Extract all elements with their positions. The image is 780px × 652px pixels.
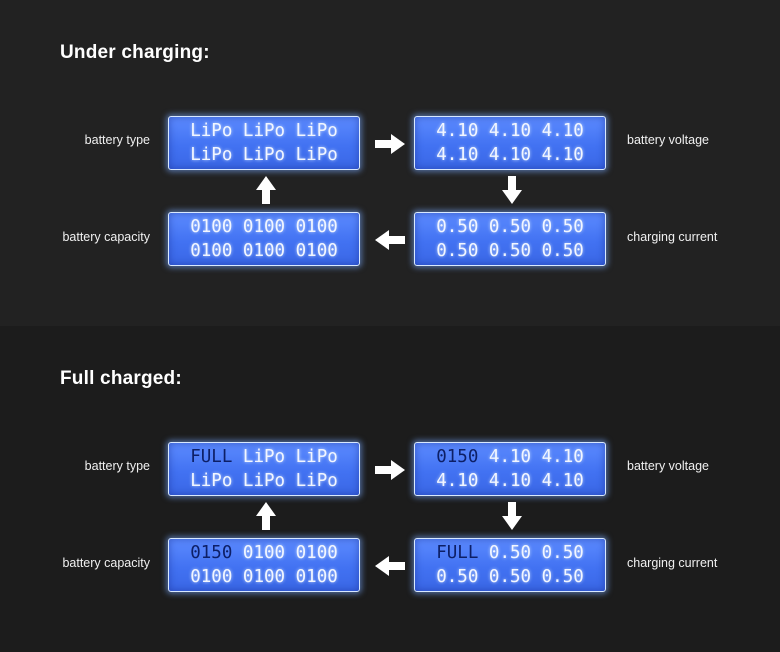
section-title: Full charged: xyxy=(60,368,182,389)
lcd-value: 4.10 xyxy=(541,121,584,141)
lcd-value: 0100 xyxy=(190,241,233,261)
lcd-value: 0150 xyxy=(436,447,479,467)
lcd-value: 4.10 xyxy=(488,121,532,141)
lcd-value: 0100 xyxy=(242,241,286,261)
lcd-value: FULL xyxy=(436,543,479,563)
section-under-charging: Under charging: battery type battery vol… xyxy=(60,42,718,266)
lcd-value: 4.10 xyxy=(541,447,584,467)
lcd-charging-current: FULL 0.50 0.50 0.50 0.50 0.50 xyxy=(414,538,606,592)
lcd-value: 0150 xyxy=(190,543,233,563)
lcd-value: 0.50 xyxy=(541,241,584,261)
section-title: Under charging: xyxy=(60,42,210,63)
lcd-value: 4.10 xyxy=(436,121,479,141)
lcd-value: 0100 xyxy=(190,217,233,237)
lcd-value: LiPo xyxy=(242,447,286,467)
lcd-battery-type: LiPo LiPo LiPo LiPo LiPo LiPo xyxy=(168,116,360,170)
arrow-down-icon xyxy=(502,502,522,530)
lcd-value: LiPo xyxy=(190,145,233,165)
lcd-value: 0100 xyxy=(242,217,286,237)
lcd-value: 0.50 xyxy=(541,567,584,587)
lcd-value: 0100 xyxy=(295,567,338,587)
lcd-value: 0.50 xyxy=(488,241,532,261)
lcd-row: LiPo LiPo LiPo xyxy=(169,469,359,493)
lcd-value: 4.10 xyxy=(488,145,532,165)
lcd-value: 0100 xyxy=(242,543,286,563)
lcd-row: 0100 0100 0100 xyxy=(169,565,359,589)
lcd-value: LiPo xyxy=(190,471,233,491)
label-charging-current: charging current xyxy=(627,556,718,570)
label-battery-capacity: battery capacity xyxy=(62,556,150,570)
lcd-row: 4.10 4.10 4.10 xyxy=(415,119,605,143)
lcd-charging-current: 0.50 0.50 0.50 0.50 0.50 0.50 xyxy=(414,212,606,266)
lcd-value: 4.10 xyxy=(488,447,532,467)
lcd-row: 0.50 0.50 0.50 xyxy=(415,239,605,263)
lcd-row: LiPo LiPo LiPo xyxy=(169,143,359,167)
lcd-value: 0100 xyxy=(295,241,338,261)
lcd-row: 0150 4.10 4.10 xyxy=(415,445,605,469)
arrow-left-icon xyxy=(375,556,405,576)
label-battery-type: battery type xyxy=(84,459,150,473)
label-battery-voltage: battery voltage xyxy=(627,133,709,147)
lcd-row: 0.50 0.50 0.50 xyxy=(415,215,605,239)
lcd-value: LiPo xyxy=(190,121,233,141)
lcd-value: LiPo xyxy=(242,145,286,165)
lcd-value: FULL xyxy=(190,447,233,467)
lcd-value: 0100 xyxy=(295,543,338,563)
lcd-value: 4.10 xyxy=(436,145,479,165)
lcd-value: 4.10 xyxy=(541,145,584,165)
lcd-value: 0.50 xyxy=(436,217,479,237)
arrow-up-icon xyxy=(256,176,276,204)
lcd-value: LiPo xyxy=(242,121,286,141)
label-battery-capacity: battery capacity xyxy=(62,230,150,244)
lcd-value: LiPo xyxy=(242,471,286,491)
lcd-value: 0.50 xyxy=(541,217,584,237)
lcd-row: 0150 0100 0100 xyxy=(169,541,359,565)
lcd-battery-type: FULL LiPo LiPo LiPo LiPo LiPo xyxy=(168,442,360,496)
lcd-value: 0100 xyxy=(190,567,233,587)
lcd-row: FULL 0.50 0.50 xyxy=(415,541,605,565)
lcd-value: LiPo xyxy=(295,471,338,491)
arrow-right-icon xyxy=(375,460,405,480)
lcd-battery-voltage: 0150 4.10 4.10 4.10 4.10 4.10 xyxy=(414,442,606,496)
label-battery-voltage: battery voltage xyxy=(627,459,709,473)
lcd-value: LiPo xyxy=(295,121,338,141)
lcd-value: 0.50 xyxy=(488,567,532,587)
lcd-row: 4.10 4.10 4.10 xyxy=(415,143,605,167)
lcd-value: 0.50 xyxy=(488,543,532,563)
section-full-charged: Full charged: battery type battery volta… xyxy=(0,326,780,652)
lcd-row: FULL LiPo LiPo xyxy=(169,445,359,469)
lcd-value: 0.50 xyxy=(436,241,479,261)
lcd-value: 0100 xyxy=(242,567,286,587)
lcd-battery-capacity: 0150 0100 0100 0100 0100 0100 xyxy=(168,538,360,592)
lcd-value: 4.10 xyxy=(541,471,584,491)
arrow-right-icon xyxy=(375,134,405,154)
lcd-battery-capacity: 0100 0100 0100 0100 0100 0100 xyxy=(168,212,360,266)
lcd-row: 0.50 0.50 0.50 xyxy=(415,565,605,589)
lcd-value: 0.50 xyxy=(488,217,532,237)
label-battery-type: battery type xyxy=(84,133,150,147)
label-charging-current: charging current xyxy=(627,230,718,244)
lcd-value: LiPo xyxy=(295,447,338,467)
lcd-battery-voltage: 4.10 4.10 4.10 4.10 4.10 4.10 xyxy=(414,116,606,170)
lcd-value: 0100 xyxy=(295,217,338,237)
lcd-value: LiPo xyxy=(295,145,338,165)
arrow-up-icon xyxy=(256,502,276,530)
lcd-value: 4.10 xyxy=(488,471,532,491)
arrow-left-icon xyxy=(375,230,405,250)
lcd-value: 0.50 xyxy=(541,543,584,563)
lcd-row: 4.10 4.10 4.10 xyxy=(415,469,605,493)
lcd-row: LiPo LiPo LiPo xyxy=(169,119,359,143)
lcd-row: 0100 0100 0100 xyxy=(169,215,359,239)
lcd-value: 0.50 xyxy=(436,567,479,587)
arrow-down-icon xyxy=(502,176,522,204)
lcd-value: 4.10 xyxy=(436,471,479,491)
lcd-row: 0100 0100 0100 xyxy=(169,239,359,263)
